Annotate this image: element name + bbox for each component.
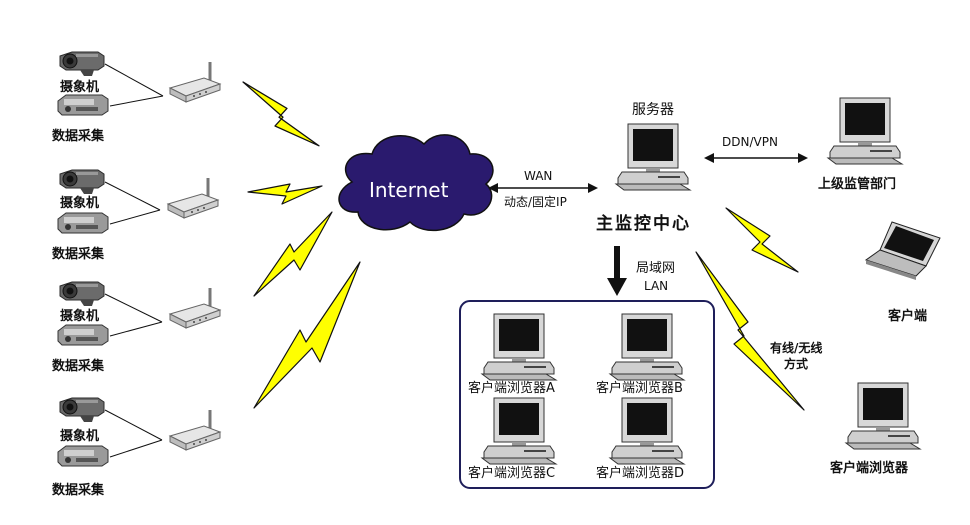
- client-d-label: 客户端浏览器D: [596, 466, 685, 481]
- lan-sub-label: LAN: [644, 279, 669, 293]
- camera-icon: [59, 51, 105, 77]
- camera-group-2: [57, 169, 220, 234]
- client-b-label: 客户端浏览器B: [596, 381, 683, 396]
- lightning-bolt-icon: [725, 207, 799, 273]
- lan-box: [459, 300, 715, 489]
- camera-icon: [59, 397, 105, 423]
- wan-sub-label: 动态/固定IP: [504, 195, 567, 209]
- data-collector-icon: [57, 445, 109, 467]
- wireless-label-1: 有线/无线: [770, 341, 823, 355]
- lan-label: 局域网: [636, 261, 676, 276]
- lightning-bolt-icon: [247, 183, 323, 205]
- internet-label: Internet: [369, 178, 449, 202]
- remote-client-icon: [845, 382, 921, 450]
- lan-arrow: [607, 246, 627, 296]
- camera-label-2: 摄象机: [60, 196, 100, 211]
- superior-computer-icon: [827, 97, 903, 165]
- collector-label-1: 数据采集: [52, 129, 105, 144]
- client-a-label: 客户端浏览器A: [468, 381, 555, 396]
- client-d-icon: [609, 397, 685, 465]
- lightning-bolt-icon: [253, 211, 333, 297]
- lightning-bolt-icon: [253, 261, 361, 409]
- data-collector-icon: [57, 94, 109, 116]
- wireless-router-icon: [166, 176, 220, 220]
- camera-group-4: [57, 397, 222, 467]
- client-c-icon: [481, 397, 557, 465]
- collector-label-3: 数据采集: [52, 359, 105, 374]
- camera-icon: [59, 281, 105, 307]
- camera-icon: [59, 169, 105, 195]
- wan-arrow: [488, 183, 598, 193]
- laptop-icon: [864, 221, 941, 280]
- superior-dept-label: 上级监管部门: [818, 177, 897, 192]
- camera-label-3: 摄象机: [60, 309, 100, 324]
- wan-label: WAN: [524, 169, 553, 183]
- wireless-router-icon: [168, 408, 222, 452]
- lightning-bolt-icon: [695, 251, 805, 411]
- camera-group-3: [57, 281, 222, 346]
- server-label: 服务器: [632, 102, 674, 118]
- collector-label-2: 数据采集: [52, 247, 105, 262]
- wireless-router-icon: [168, 60, 222, 104]
- camera-label-1: 摄象机: [60, 80, 100, 95]
- camera-label-4: 摄象机: [60, 429, 100, 444]
- data-collector-icon: [57, 324, 109, 346]
- data-collector-icon: [57, 212, 109, 234]
- lightning-bolt-icon: [242, 81, 320, 147]
- client-c-label: 客户端浏览器C: [468, 466, 556, 481]
- ddn-vpn-label: DDN/VPN: [722, 135, 778, 149]
- client-a-icon: [481, 313, 557, 381]
- ddn-arrow: [704, 153, 808, 163]
- camera-group-1: [57, 51, 222, 116]
- wireless-router-icon: [168, 286, 222, 330]
- collector-label-4: 数据采集: [52, 483, 105, 498]
- remote-client-label: 客户端浏览器: [830, 461, 909, 476]
- server-icon: [615, 123, 691, 191]
- client-b-icon: [609, 313, 685, 381]
- wireless-label-2: 方式: [784, 357, 809, 371]
- laptop-label: 客户端: [888, 309, 928, 324]
- internet-cloud-icon: [338, 134, 494, 232]
- monitoring-center-label: 主监控中心: [596, 214, 691, 234]
